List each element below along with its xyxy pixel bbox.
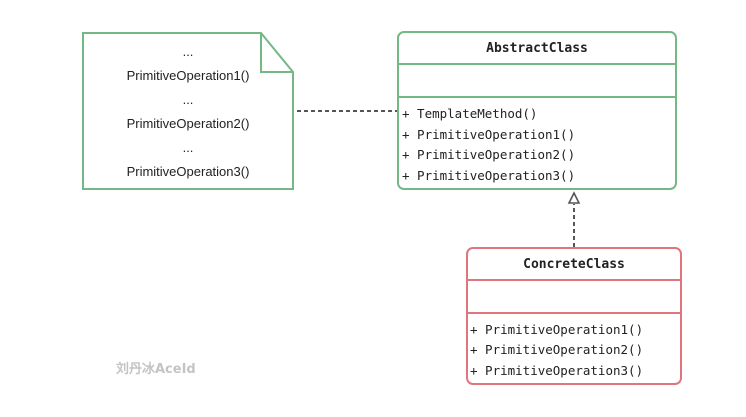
realization-arrow [567,191,581,247]
author-watermark: 刘丹冰AceId [116,361,196,377]
abstract-class-box[interactable]: AbstractClass + TemplateMethod() + Primi… [397,31,677,190]
abstract-class-method: + TemplateMethod() [402,106,537,121]
abstract-class-method: + PrimitiveOperation3() [402,168,575,183]
concrete-class-method: + PrimitiveOperation1() [470,322,643,337]
note-line: PrimitiveOperation1() [127,68,250,83]
note-shape [82,32,294,190]
note-line: PrimitiveOperation3() [127,164,250,179]
abstract-class-frame [397,31,677,190]
realization-arrowhead [567,191,581,204]
concrete-class-method: + PrimitiveOperation3() [470,363,643,378]
note-line: PrimitiveOperation2() [127,116,250,131]
abstract-class-method: + PrimitiveOperation2() [402,147,575,162]
abstract-class-name: AbstractClass [486,41,588,56]
concrete-class-frame [466,247,682,385]
template-method-note[interactable]: ... PrimitiveOperation1() ... PrimitiveO… [82,32,294,190]
concrete-class-box[interactable]: ConcreteClass + PrimitiveOperation1() + … [466,247,682,385]
concrete-class-name: ConcreteClass [523,257,625,272]
note-line: ... [183,44,194,59]
note-line: ... [183,92,194,107]
note-line: ... [183,140,194,155]
concrete-class-method: + PrimitiveOperation2() [470,342,643,357]
abstract-class-method: + PrimitiveOperation1() [402,127,575,142]
note-fold [260,33,293,73]
